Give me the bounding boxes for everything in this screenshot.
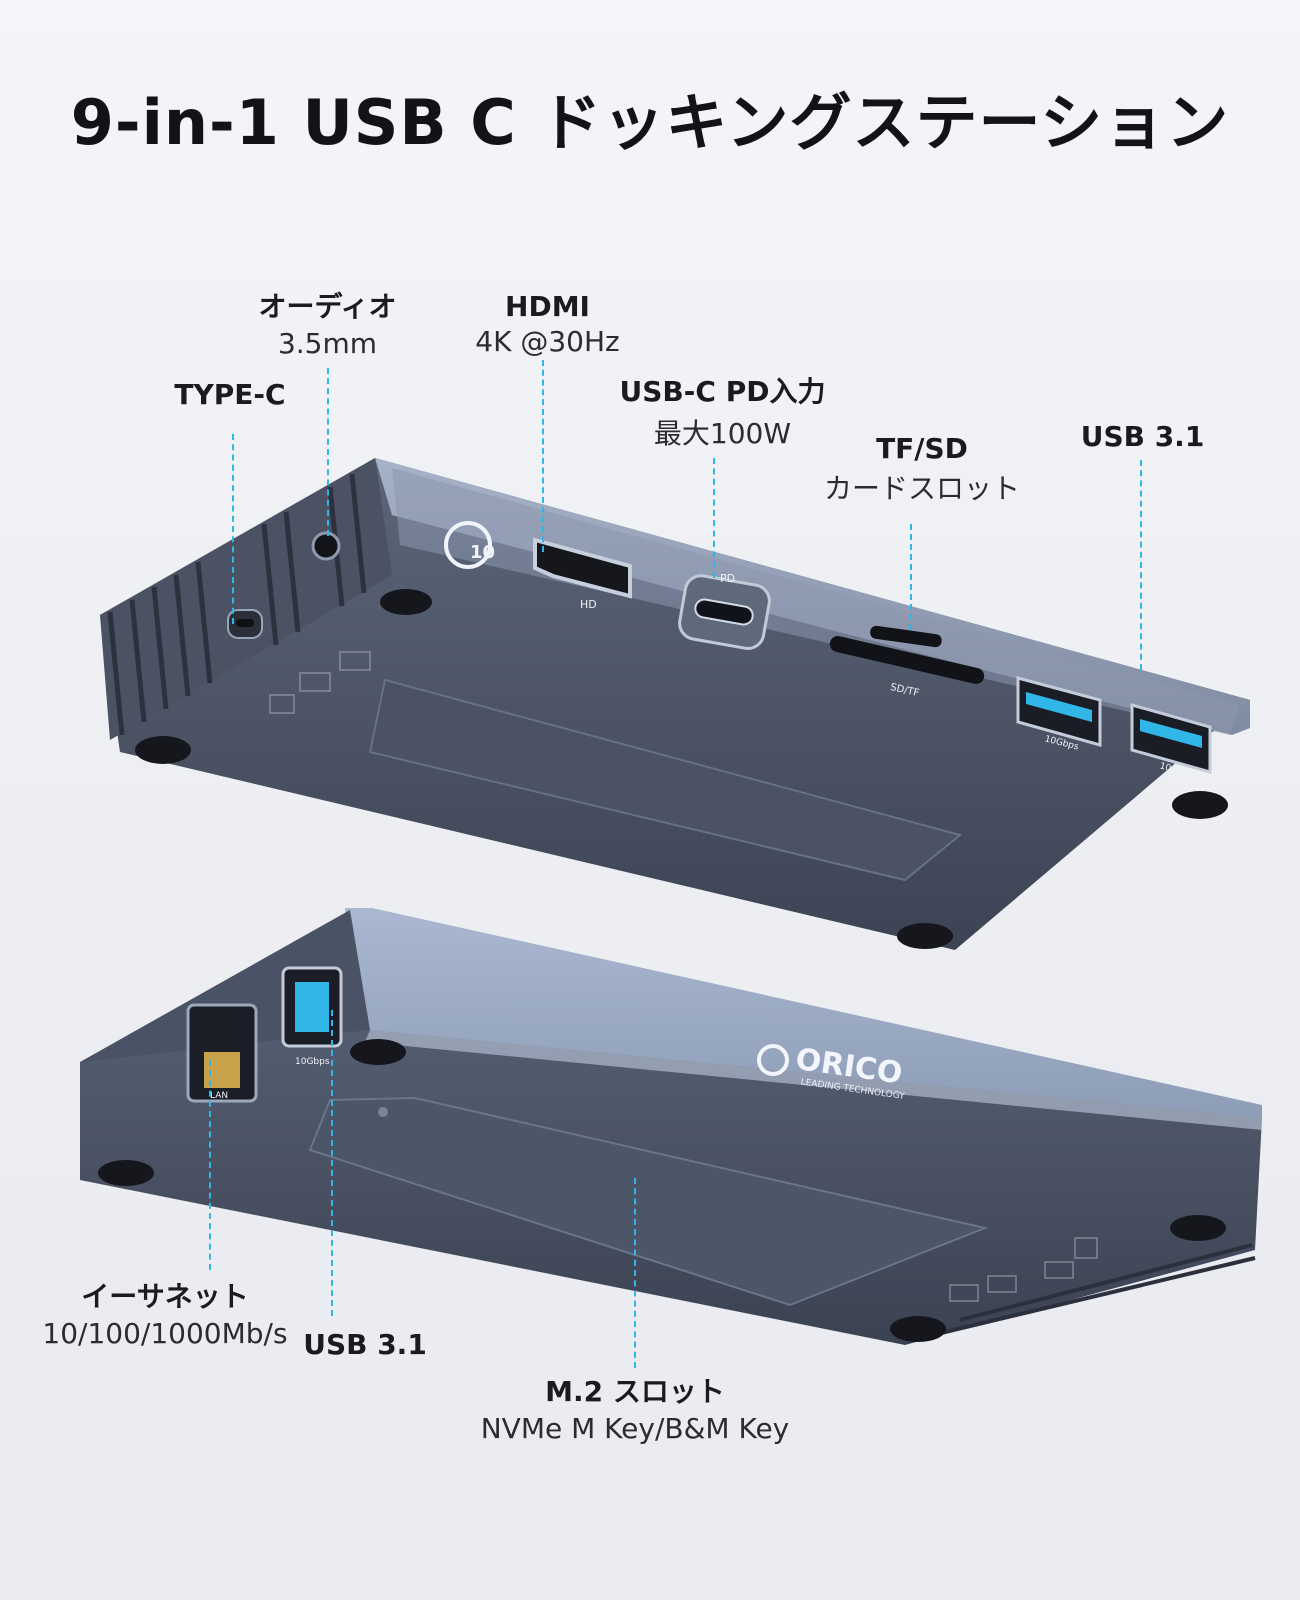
- label-hdmi-detail: 4K @30Hz: [475, 325, 620, 358]
- label-usb31-top: USB 3.1: [1070, 420, 1215, 453]
- label-audio: オーディオ 3.5mm: [240, 285, 415, 360]
- leader-hdmi: [542, 360, 544, 552]
- tf-slot: [870, 625, 942, 648]
- top-device-underside: [100, 458, 1250, 950]
- hdmi-port: [533, 537, 632, 599]
- bottom-device-lid: [345, 908, 1262, 1118]
- foot: [98, 1160, 154, 1186]
- orico-logo-icon: [757, 1044, 789, 1076]
- label-ethernet-name: イーサネット: [81, 1280, 249, 1313]
- hd-label: HD: [580, 598, 597, 611]
- label-usbc-pd: USB-C PD入力 最大100W: [615, 370, 830, 452]
- label-hdmi: HDMI 4K @30Hz: [470, 290, 625, 358]
- label-audio-detail: 3.5mm: [277, 327, 378, 360]
- label-typec: TYPE-C: [150, 378, 310, 411]
- audio-jack: [311, 531, 341, 561]
- leader-m2: [634, 1178, 636, 1368]
- label-usb31-top-name: USB 3.1: [1080, 420, 1205, 453]
- label-tfsd-detail: カードスロット: [823, 472, 1020, 505]
- label-typec-name: TYPE-C: [174, 378, 286, 411]
- leader-ethernet: [209, 1060, 211, 1270]
- foot: [890, 1316, 946, 1342]
- label-m2: M.2 スロット NVMe M Key/B&M Key: [470, 1370, 800, 1445]
- top-device-heatsink: [100, 458, 392, 740]
- label-ethernet: イーサネット 10/100/1000Mb/s: [30, 1275, 300, 1350]
- leader-tfsd: [910, 524, 912, 630]
- lan-label: LAN: [210, 1091, 228, 1101]
- sd-slot: [829, 636, 985, 684]
- foot: [380, 589, 432, 615]
- label-tfsd-name: TF/SD: [876, 432, 968, 465]
- page-title: 9-in-1 USB C ドッキングステーション: [70, 86, 1230, 159]
- label-ethernet-detail: 10/100/1000Mb/s: [42, 1317, 288, 1350]
- top-device: 10 HD PD SD/TF 10Gbps 10Gbps: [100, 458, 1250, 950]
- top-device-sticker-plate: [368, 678, 963, 882]
- foot: [350, 1039, 406, 1065]
- label-usb31-bottom-name: USB 3.1: [303, 1328, 427, 1361]
- label-tfsd: TF/SD カードスロット: [812, 432, 1032, 507]
- leader-usb-bottom: [331, 1010, 333, 1316]
- leader-usb-top: [1140, 460, 1142, 670]
- leader-pd: [713, 458, 715, 578]
- m2-cover-plate: [308, 1096, 989, 1307]
- pd-label: PD: [720, 572, 735, 585]
- label-m2-name: M.2 スロット: [545, 1375, 725, 1408]
- label-usb31-bottom: USB 3.1: [290, 1328, 440, 1361]
- label-hdmi-name: HDMI: [505, 290, 590, 323]
- bottom-device: LAN 10Gbps ORICO LEADING TECHNOLOGY: [80, 908, 1262, 1345]
- speed-badge-icon: [444, 521, 492, 569]
- label-usbc-pd-name: USB-C PD入力: [619, 375, 826, 408]
- speed-label-3: 10Gbps: [295, 1057, 330, 1067]
- foot: [1170, 1215, 1226, 1241]
- foot: [897, 923, 953, 949]
- speed-badge-text: 10: [470, 542, 495, 563]
- label-m2-detail: NVMe M Key/B&M Key: [480, 1412, 790, 1445]
- label-usbc-pd-detail: 最大100W: [653, 417, 792, 450]
- foot: [1172, 791, 1228, 819]
- leader-audio: [327, 368, 329, 536]
- foot: [135, 736, 191, 764]
- label-audio-name: オーディオ: [258, 290, 397, 323]
- leader-typec: [232, 434, 234, 624]
